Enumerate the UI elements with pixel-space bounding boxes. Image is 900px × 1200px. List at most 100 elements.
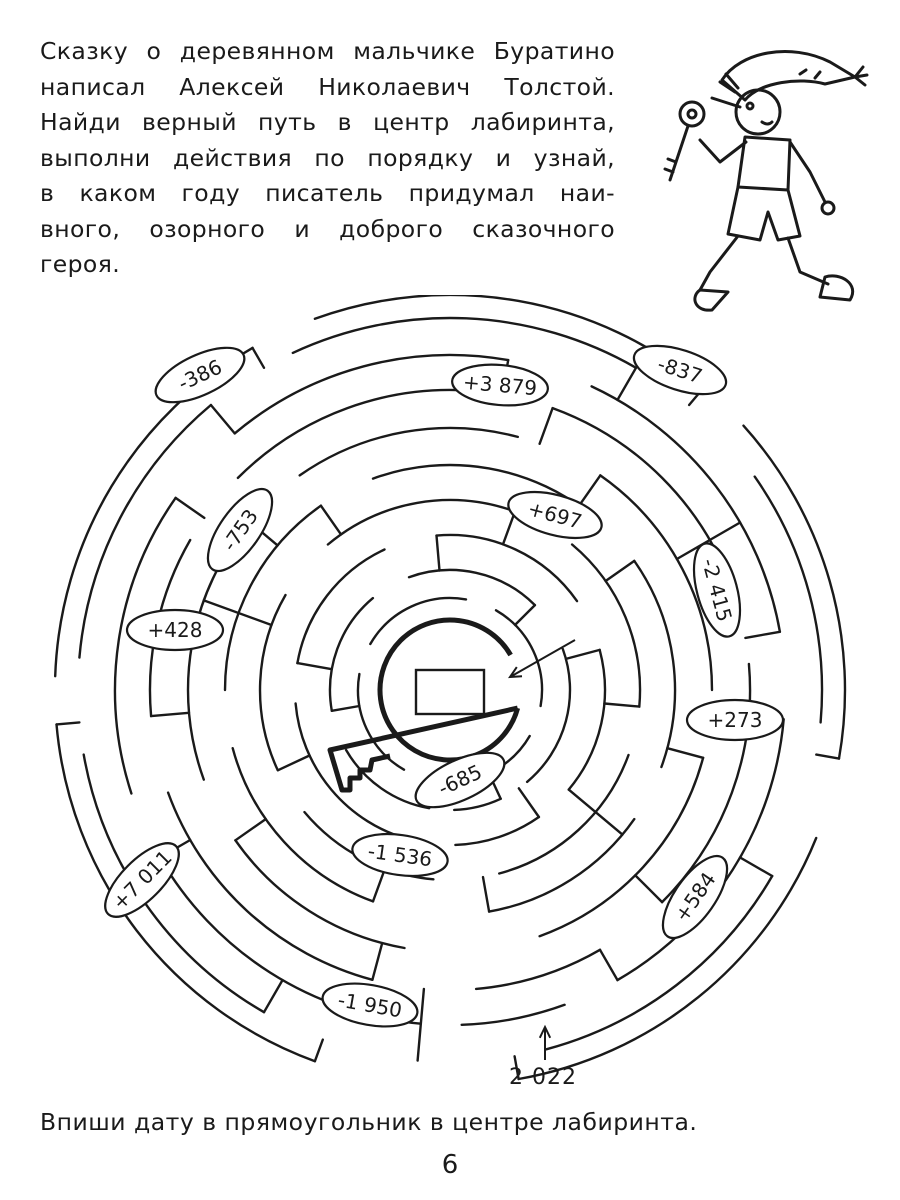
maze-wall <box>223 504 323 692</box>
maze-wall <box>149 711 191 718</box>
operation-tag: +273 <box>685 698 785 742</box>
maze-wall <box>371 941 384 981</box>
maze-wall <box>815 753 841 760</box>
pinocchio-illustration <box>663 50 869 312</box>
operation-value: +273 <box>708 708 763 732</box>
maze-wall <box>233 353 510 435</box>
operation-tags: -386 +3 879 -837 -753 +697 -2 415 +428 +273 -685… <box>104 344 785 1028</box>
maze-wall <box>407 568 537 607</box>
task-line: в каком году писатель придумал наи- <box>40 179 615 207</box>
maze-wall <box>753 475 824 724</box>
maze-wall <box>356 672 406 771</box>
maze-wall <box>234 817 267 842</box>
operation-tag: +428 <box>125 608 225 652</box>
maze-wall <box>460 1003 566 1026</box>
answer-box[interactable] <box>414 668 486 716</box>
maze-wall <box>599 474 714 692</box>
operation-value: +428 <box>148 618 203 642</box>
maze-wall <box>498 753 630 875</box>
maze-wall <box>236 388 478 480</box>
maze-wall <box>276 754 311 772</box>
start-arrow <box>538 1024 552 1060</box>
operation-tag: -386 <box>154 346 246 404</box>
maze-wall <box>501 510 517 546</box>
maze-wall <box>666 747 705 759</box>
maze-wall <box>326 498 517 546</box>
maze-wall <box>517 787 541 819</box>
maze-wall <box>494 609 544 708</box>
maze-wall <box>262 978 284 1014</box>
maze-wall <box>513 1055 520 1081</box>
maze-wall <box>513 603 537 627</box>
maze-wall <box>603 702 641 708</box>
maze-wall <box>202 599 273 627</box>
maze-wall <box>564 648 601 661</box>
maze-wall <box>634 874 664 904</box>
maze-wall <box>166 791 374 981</box>
operation-tag: -685 <box>414 751 506 809</box>
answer-instruction: Впиши дату в прямоугольник в центре лаби… <box>40 1108 698 1136</box>
maze-wall <box>258 593 287 772</box>
operation-tag: -2 415 <box>692 542 742 638</box>
maze-wall <box>234 839 406 950</box>
maze-wall <box>474 948 602 991</box>
maze-wall <box>598 948 619 982</box>
maze-wall <box>538 756 705 938</box>
maze-wall <box>344 748 431 810</box>
maze-wall <box>675 521 742 561</box>
maze-wall <box>567 648 607 791</box>
operation-tag: +3 879 <box>451 363 549 407</box>
maze-wall <box>369 596 468 646</box>
maze-wall <box>481 875 491 913</box>
maze-wall <box>298 426 519 477</box>
operation-tag: -837 <box>632 344 728 396</box>
maze-wall <box>328 596 375 712</box>
maze-wall <box>296 548 386 665</box>
task-line: выполни действия по порядку и узнай, <box>40 143 615 172</box>
start-number: 2 022 <box>509 1065 577 1090</box>
maze-wall <box>55 721 81 726</box>
maze-wall <box>517 836 818 1081</box>
maze-wall <box>545 874 774 1051</box>
maze-wall <box>616 366 638 402</box>
maze-wall <box>330 704 361 712</box>
operation-tag: -1 536 <box>351 832 449 878</box>
maze-wall <box>294 702 412 841</box>
maze: -386 +3 879 -837 -753 +697 -2 415 +428 +273 -685… <box>54 295 847 1081</box>
maze-wall <box>604 559 636 583</box>
maze-walls <box>54 295 847 1081</box>
task-line: Найди верный путь в центр лабиринта, <box>40 108 615 136</box>
maze-wall <box>487 817 636 913</box>
maze-wall <box>744 630 782 640</box>
maze-wall <box>296 661 333 671</box>
maze-wall <box>538 406 554 445</box>
maze-wall <box>113 496 177 795</box>
maze-wall <box>78 403 213 659</box>
maze-wall <box>416 987 426 1062</box>
maze-wall <box>291 316 638 369</box>
task-line: вного, озорного и доброго сказочного <box>40 214 615 243</box>
page-number: 6 <box>441 1150 459 1180</box>
maze-wall <box>313 1038 324 1063</box>
maze-wall <box>738 856 774 878</box>
maze-wall <box>231 747 375 903</box>
operation-tag: +697 <box>507 490 603 540</box>
maze-wall <box>55 723 317 1063</box>
key-shape <box>327 705 519 793</box>
maze-wall <box>567 788 624 836</box>
task-line: Сказку о деревянном мальчике Буратино <box>40 37 615 65</box>
operation-tag: -753 <box>206 487 274 573</box>
maze-wall <box>174 496 206 520</box>
center-arrow <box>508 639 576 679</box>
maze-wall <box>435 533 579 603</box>
task-text: Сказку о деревянном мальчике Буратино на… <box>40 34 615 283</box>
maze-wall <box>633 559 677 769</box>
maze-wall <box>435 534 441 572</box>
maze-wall <box>577 474 602 507</box>
maze-wall <box>525 647 572 784</box>
maze-wall <box>590 385 782 633</box>
maze-wall <box>209 403 236 435</box>
maze-wall <box>371 867 387 903</box>
task-line: написал Алексей Николаевич Толстой. <box>40 72 615 101</box>
task-line: героя. <box>40 250 121 278</box>
